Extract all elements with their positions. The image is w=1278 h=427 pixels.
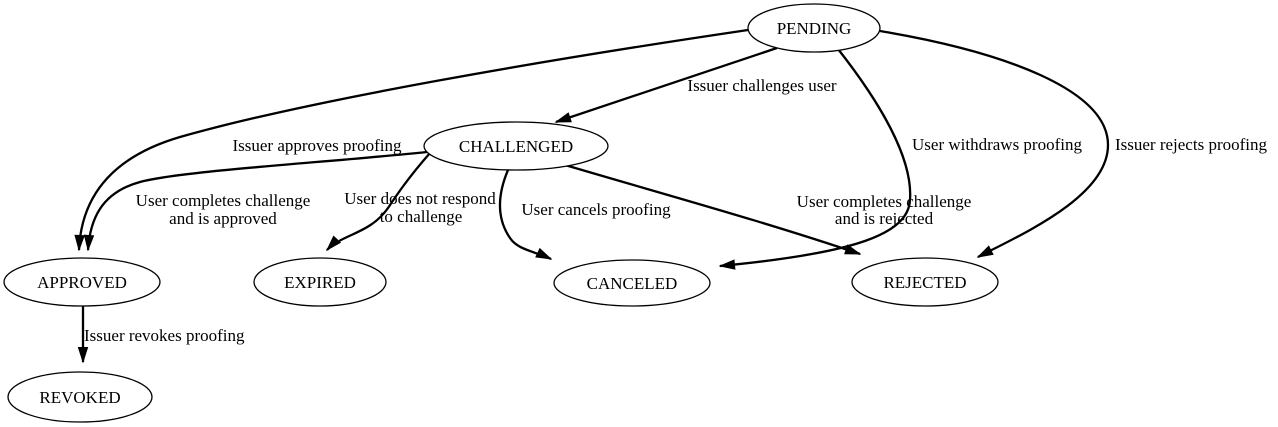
edge-challenged-expired <box>325 152 431 252</box>
node-canceled: CANCELED <box>553 259 711 307</box>
edge-label-user-cancels-proofing: User cancels proofing <box>521 200 671 219</box>
edge-label-issuer-rejects-proofing: Issuer rejects proofing <box>1115 135 1268 154</box>
edge-label-completes-challenge-rejected-line1: User completes challenge <box>797 192 972 211</box>
edge-label-does-not-respond-line1: User does not respond <box>344 189 496 208</box>
edge-pending-approved <box>74 28 749 252</box>
edge-label-issuer-revokes-proofing: Issuer revokes proofing <box>84 326 245 345</box>
edge-challenged-canceled <box>498 169 553 261</box>
edge-label-completes-challenge-approved-line1: User completes challenge <box>136 191 311 210</box>
node-pending-label: PENDING <box>777 19 852 38</box>
node-revoked-label: REVOKED <box>39 388 120 407</box>
edge-label-user-withdraws-proofing: User withdraws proofing <box>912 135 1082 154</box>
node-revoked-ellipse <box>7 371 153 423</box>
node-expired-label: EXPIRED <box>284 273 356 292</box>
node-challenged: CHALLENGED <box>423 121 609 171</box>
edge-pending-rejected <box>879 29 1110 259</box>
edge-label-completes-challenge-approved-line2: and is approved <box>169 209 277 228</box>
edge-pending-canceled <box>718 48 912 270</box>
node-challenged-ellipse <box>423 121 609 171</box>
node-pending-ellipse <box>747 3 881 53</box>
node-pending: PENDING <box>747 3 881 53</box>
node-expired: EXPIRED <box>253 257 387 307</box>
node-rejected-ellipse <box>851 257 999 307</box>
edge-label-completes-challenge-rejected-line2: and is rejected <box>835 209 934 228</box>
edge-challenged-approved <box>83 150 428 252</box>
node-approved-ellipse <box>3 257 161 307</box>
edge-pending-challenged <box>554 46 778 124</box>
node-approved-label: APPROVED <box>37 273 127 292</box>
edge-label-does-not-respond-line2: to challenge <box>380 207 463 226</box>
node-rejected: REJECTED <box>851 257 999 307</box>
node-canceled-label: CANCELED <box>587 274 678 293</box>
edge-label-issuer-challenges-user: Issuer challenges user <box>687 76 837 95</box>
edge-label-issuer-approves-proofing: Issuer approves proofing <box>232 136 402 155</box>
node-expired-ellipse <box>253 257 387 307</box>
node-rejected-label: REJECTED <box>883 273 966 292</box>
node-approved: APPROVED <box>3 257 161 307</box>
node-canceled-ellipse <box>553 259 711 307</box>
node-revoked: REVOKED <box>7 371 153 423</box>
node-challenged-label: CHALLENGED <box>459 137 573 156</box>
edge-challenged-rejected <box>564 163 862 256</box>
